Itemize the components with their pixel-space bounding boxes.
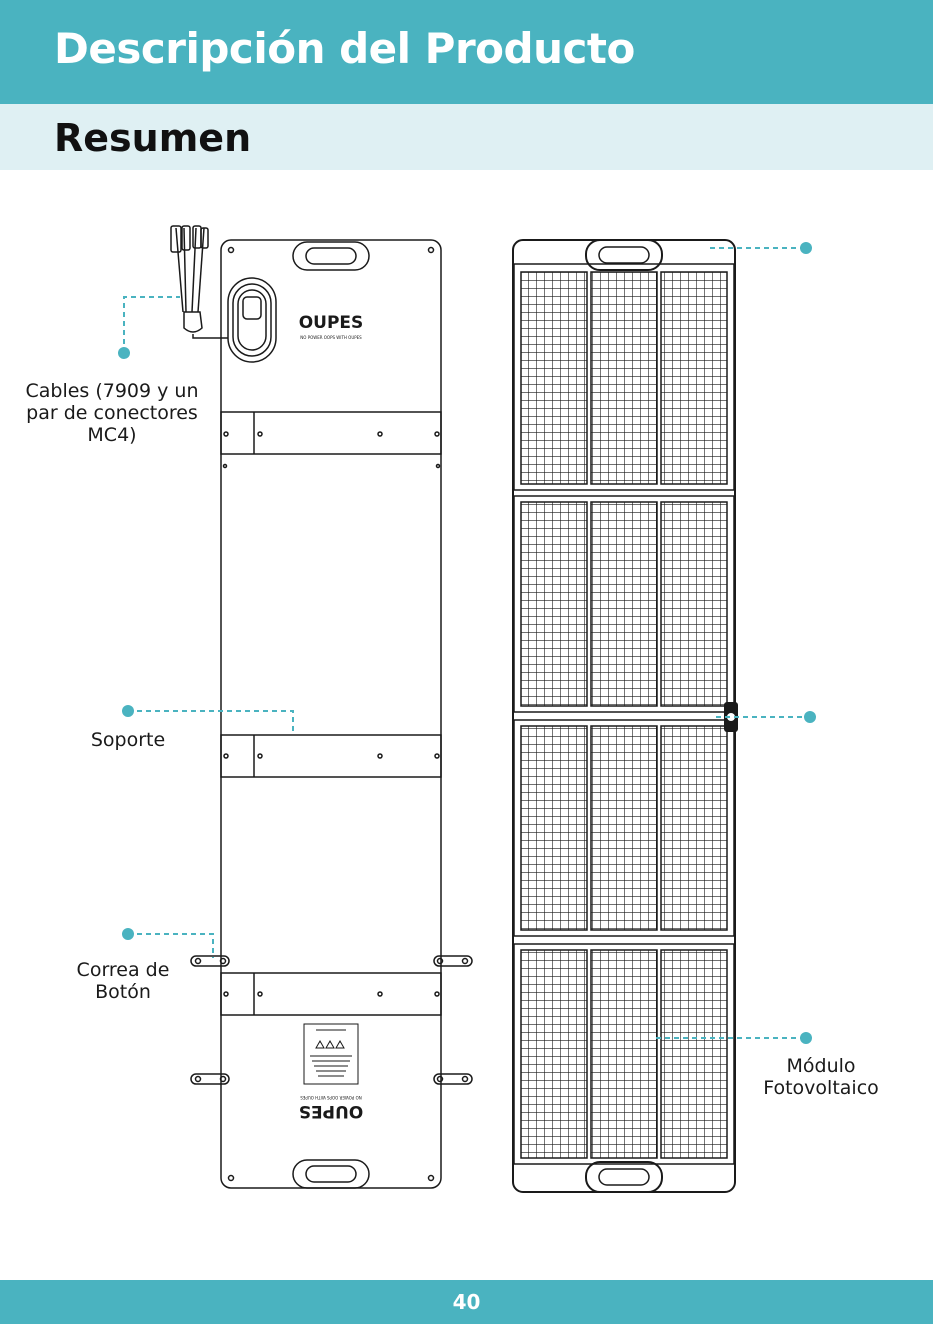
front-bottom-handle	[586, 1162, 662, 1192]
pv-module-4	[514, 944, 734, 1164]
bottom-handle	[293, 1160, 369, 1188]
label-correa: Correa de Botón	[58, 959, 188, 1003]
brand-logo-bottom: OUPES	[299, 1101, 364, 1121]
label-soporte: Soporte	[68, 729, 188, 751]
certification-label	[304, 1024, 358, 1084]
brand-tagline-bottom: NO POWER OOPS WITH OUPES	[300, 1095, 362, 1100]
pv-module-2	[514, 496, 734, 712]
pv-module-3	[514, 720, 734, 936]
pv-module-1	[514, 264, 734, 490]
top-handle	[293, 242, 369, 270]
brand-logo-top: OUPES	[299, 313, 364, 333]
cable-connectors	[171, 226, 228, 338]
label-modulo: Módulo Fotovoltaico	[746, 1055, 896, 1099]
page-number: 40	[0, 1290, 933, 1314]
panel-front-view	[513, 240, 738, 1192]
brand-tagline-top: NO POWER OOPS WITH OUPES	[300, 335, 362, 340]
page-footer: 40	[0, 1280, 933, 1324]
label-cables: Cables (7909 y un par de conectores MC4)	[10, 380, 214, 446]
panel-back-view	[171, 226, 472, 1188]
kickstand-3	[221, 973, 441, 1015]
kickstand-1	[221, 412, 441, 468]
front-top-handle	[586, 240, 662, 270]
kickstand-2	[221, 735, 441, 777]
junction-box	[228, 278, 276, 362]
